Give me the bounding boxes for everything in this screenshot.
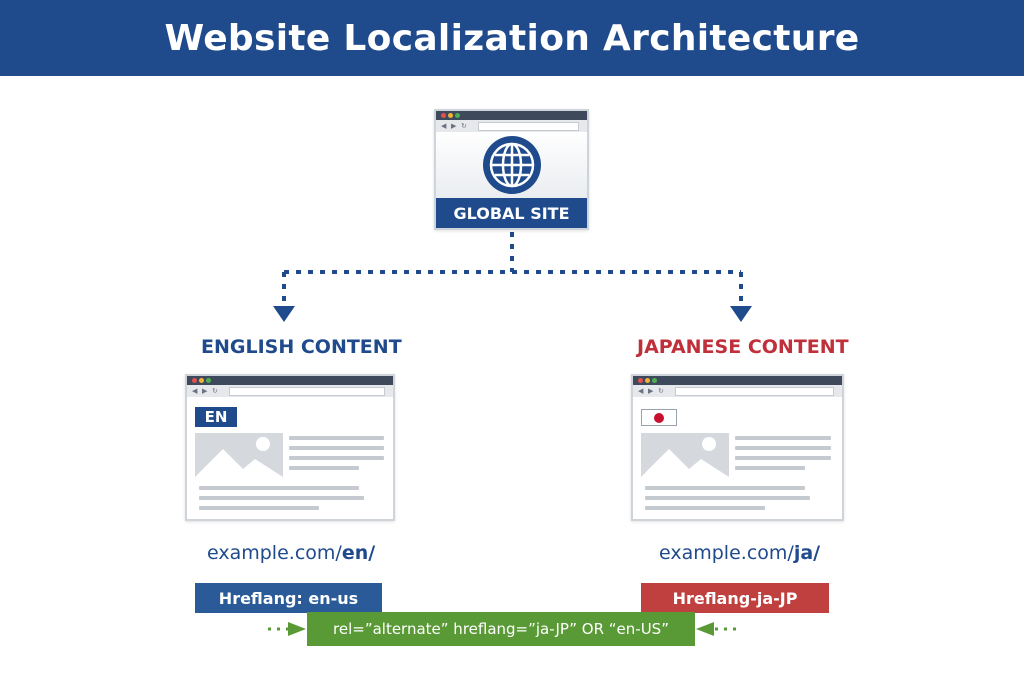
close-dot-icon [638,378,643,383]
reload-icon: ↻ [461,122,467,130]
english-url-path: en/ [341,542,376,564]
url-field [675,387,834,396]
english-url: example.com/en/ [207,542,375,564]
text-line [735,466,805,470]
japanese-page-window: ◀ ▶ ↻ [631,374,844,521]
globe-area [436,132,587,200]
diagram-title: Website Localization Architecture [164,17,860,59]
minimize-dot-icon [199,378,204,383]
maximize-dot-icon [455,113,460,118]
url-field [229,387,385,396]
window-titlebar [633,376,842,385]
maximize-dot-icon [206,378,211,383]
arrow-down-icon [730,306,752,322]
forward-icon: ▶ [451,122,457,130]
text-line [645,496,810,500]
english-content-heading: ENGLISH CONTENT [201,336,402,358]
japanese-hreflang-tag: Hreflang-ja-JP [641,583,829,613]
english-page-window: ◀ ▶ ↻ EN [185,374,395,521]
window-body: GLOBAL SITE [436,132,587,228]
text-line [735,456,831,460]
close-dot-icon [192,378,197,383]
back-icon: ◀ [192,387,198,395]
japanese-url-path: ja/ [793,542,821,564]
forward-icon: ▶ [202,387,208,395]
arrow-right-icon [288,622,306,636]
text-line [199,506,319,510]
text-line [199,486,359,490]
text-line [735,436,831,440]
address-bar: ◀ ▶ ↻ [436,120,587,133]
english-url-base: example.com/ [207,542,342,564]
japanese-url-base: example.com/ [659,542,794,564]
maximize-dot-icon [652,378,657,383]
reload-icon: ↻ [212,387,218,395]
japan-flag-icon [641,409,677,426]
window-body: EN [187,397,393,519]
arrow-left-icon [696,622,714,636]
close-dot-icon [441,113,446,118]
arrow-down-icon [273,306,295,322]
minimize-dot-icon [448,113,453,118]
en-badge: EN [195,407,237,427]
forward-icon: ▶ [648,387,654,395]
text-line [289,466,359,470]
english-hreflang-tag: Hreflang: en-us [195,583,382,613]
flag-sun [654,413,664,423]
global-site-label: GLOBAL SITE [436,198,587,228]
url-field [478,122,579,131]
back-icon: ◀ [638,387,644,395]
minimize-dot-icon [645,378,650,383]
window-body [633,397,842,519]
text-line [289,446,384,450]
japanese-url: example.com/ja/ [659,542,820,564]
rel-alternate-box: rel=”alternate” hreflang=”ja-JP” OR “en-… [307,612,695,646]
text-line [199,496,364,500]
title-bar: Website Localization Architecture [0,0,1024,76]
reload-icon: ↻ [658,387,664,395]
text-line [645,506,765,510]
text-line [289,456,384,460]
global-site-window: ◀ ▶ ↻ GLOBAL SITE [434,109,589,230]
text-line [735,446,831,450]
back-icon: ◀ [441,122,447,130]
window-titlebar [187,376,393,385]
text-line [645,486,805,490]
globe-icon [481,134,543,200]
image-placeholder-icon [195,433,283,477]
japanese-content-heading: JAPANESE CONTENT [637,336,849,358]
window-titlebar [436,111,587,120]
tree-connector [282,232,743,306]
image-placeholder-icon [641,433,729,477]
text-line [289,436,384,440]
